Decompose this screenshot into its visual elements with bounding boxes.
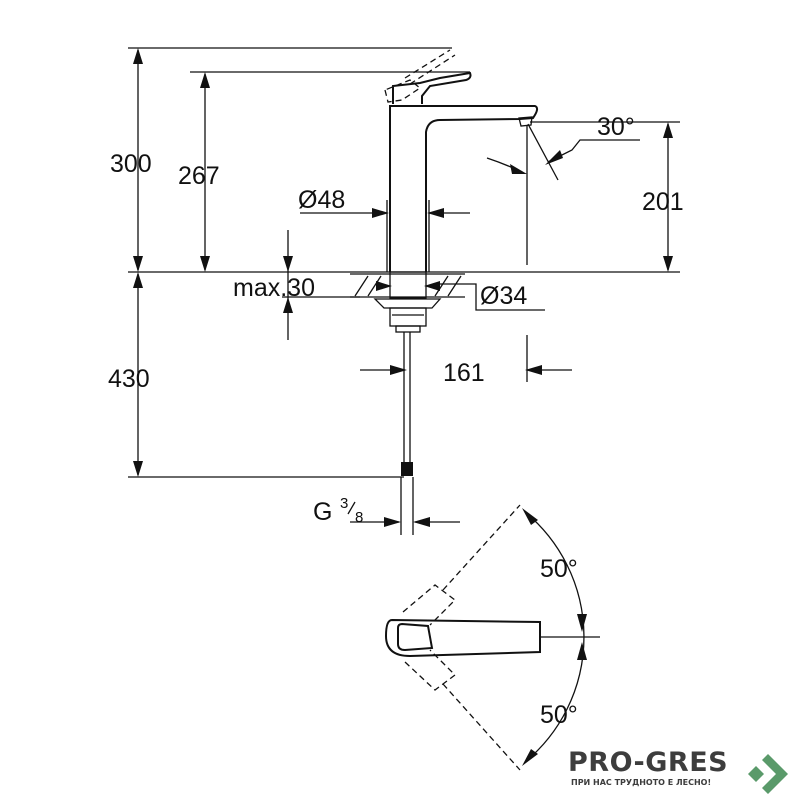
dimension-201-label: 201 (642, 188, 684, 216)
top-view-lever: 50° 50° (384, 504, 600, 771)
g-numerator: 3 (340, 495, 348, 512)
dimension-161-label: 161 (443, 359, 485, 387)
dimension-267: 267 (178, 72, 220, 272)
dimension-max30-label: max.30 (233, 274, 315, 302)
dimension-g38: G 3 8 (313, 495, 460, 527)
logo-diamond-arrow-icon (748, 754, 788, 794)
pro-gres-logo: PRO-GRES ПРИ НАС ТРУДНОТО Е ЛЕСНО! (568, 748, 798, 796)
angle-30-label: 30° (597, 113, 635, 141)
dimension-d34: Ø34 (376, 281, 545, 311)
angle-30: 30° (486, 113, 640, 181)
dimension-430: 430 (108, 272, 150, 477)
rotation-bottom-label: 50° (540, 701, 578, 729)
logo-tagline: ПРИ НАС ТРУДНОТО Е ЛЕСНО! (571, 778, 712, 787)
dimension-d34-label: Ø34 (480, 282, 527, 310)
dimension-430-label: 430 (108, 365, 150, 393)
logo-brand: PRO-GRES (568, 747, 729, 778)
dimension-267-label: 267 (178, 162, 220, 190)
deck-mount (350, 271, 465, 535)
dimension-d48: Ø48 (298, 186, 470, 272)
dimension-d48-label: Ø48 (298, 186, 345, 214)
faucet-body (384, 49, 539, 272)
rotation-top-label: 50° (540, 555, 578, 583)
dimension-max30: max.30 (233, 230, 360, 340)
dimension-161: 161 (360, 359, 572, 387)
dimension-201: 201 (642, 122, 684, 272)
dimension-300-label: 300 (110, 150, 152, 178)
g-denominator: 8 (355, 509, 363, 526)
g-label: G (313, 498, 332, 526)
dimension-300: 300 (110, 48, 152, 272)
